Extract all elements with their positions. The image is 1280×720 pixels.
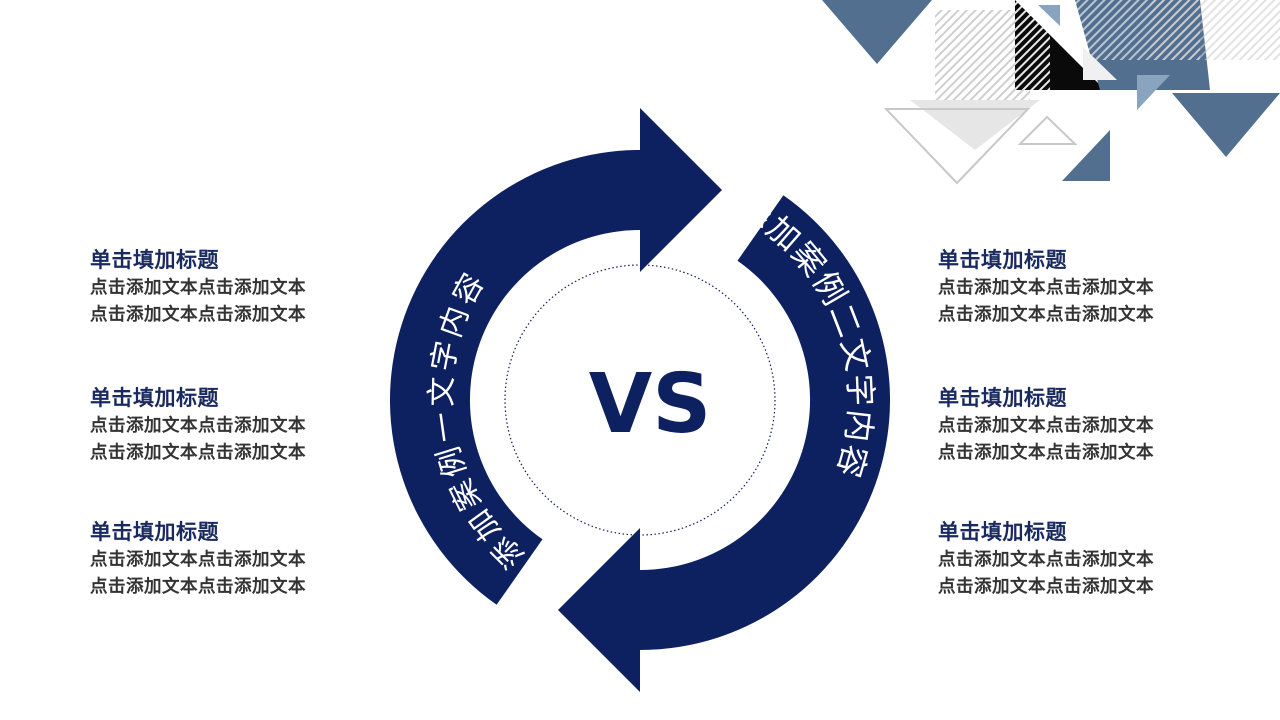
item-text[interactable]: 点击添加文本点击添加文本 <box>938 416 1154 436</box>
left-cycle-arrow <box>389 108 722 605</box>
left-item-1: 单击填加标题 点击添加文本点击添加文本 点击添加文本点击添加文本 <box>90 246 390 328</box>
item-text[interactable]: 点击添加文本点击添加文本 <box>90 550 306 570</box>
left-item-3: 单击填加标题 点击添加文本点击添加文本 点击添加文本点击添加文本 <box>90 518 390 600</box>
right-cycle-arrow <box>558 195 891 692</box>
item-text[interactable]: 点击添加文本点击添加文本 <box>938 550 1154 570</box>
dotted-inner-circle <box>504 264 776 536</box>
corner-triangles-decoration <box>822 0 1280 185</box>
right-item-3: 单击填加标题 点击添加文本点击添加文本 点击添加文本点击添加文本 <box>938 518 1238 600</box>
item-title[interactable]: 单击填加标题 <box>90 248 219 272</box>
right-item-1: 单击填加标题 点击添加文本点击添加文本 点击添加文本点击添加文本 <box>938 246 1238 328</box>
item-text[interactable]: 点击添加文本点击添加文本 <box>90 278 306 298</box>
item-text[interactable]: 点击添加文本点击添加文本 <box>938 305 1154 325</box>
vs-label: VS <box>589 357 712 452</box>
item-title[interactable]: 单击填加标题 <box>90 386 219 410</box>
item-text[interactable]: 点击添加文本点击添加文本 <box>90 577 306 597</box>
right-item-2: 单击填加标题 点击添加文本点击添加文本 点击添加文本点击添加文本 <box>938 384 1238 466</box>
item-text[interactable]: 点击添加文本点击添加文本 <box>90 305 306 325</box>
item-title[interactable]: 单击填加标题 <box>938 248 1067 272</box>
item-text[interactable]: 点击添加文本点击添加文本 <box>90 416 306 436</box>
item-title[interactable]: 单击填加标题 <box>938 386 1067 410</box>
item-title[interactable]: 单击填加标题 <box>90 520 219 544</box>
item-title[interactable]: 单击填加标题 <box>938 520 1067 544</box>
item-text[interactable]: 点击添加文本点击添加文本 <box>90 443 306 463</box>
item-text[interactable]: 点击添加文本点击添加文本 <box>938 577 1154 597</box>
item-text[interactable]: 点击添加文本点击添加文本 <box>938 443 1154 463</box>
left-item-2: 单击填加标题 点击添加文本点击添加文本 点击添加文本点击添加文本 <box>90 384 390 466</box>
cycle-diagram: 添加案例一文字内容 添加案例二文字内容 VS <box>389 108 891 692</box>
item-text[interactable]: 点击添加文本点击添加文本 <box>938 278 1154 298</box>
